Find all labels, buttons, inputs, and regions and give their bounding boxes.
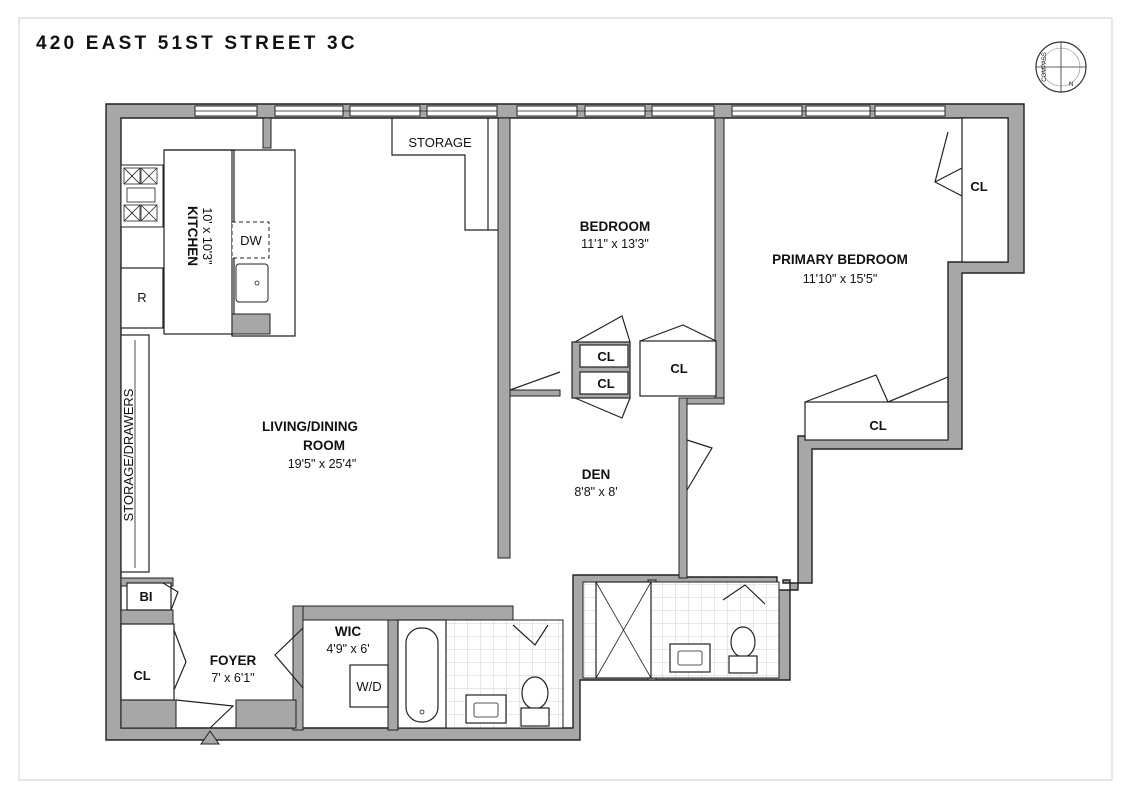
den-door	[686, 439, 713, 491]
bath-two	[582, 581, 780, 679]
foyer-dims: 7' x 6'1"	[211, 671, 254, 685]
compass-label: COMPASS	[1042, 52, 1048, 82]
bi-label: BI	[140, 589, 153, 604]
kitchen-name: KITCHEN	[185, 206, 200, 266]
bedroom-name: BEDROOM	[580, 219, 651, 234]
foyer-name: FOYER	[210, 653, 257, 668]
dw-label: DW	[240, 233, 262, 248]
bath-one	[397, 619, 564, 729]
bedroom-closet-lower-label: CL	[597, 376, 614, 391]
storage-label: STORAGE	[408, 135, 472, 150]
primary-name: PRIMARY BEDROOM	[772, 252, 908, 267]
primary-dims: 11'10" x 15'5"	[803, 272, 878, 286]
den-dims: 8'8" x 8'	[574, 485, 617, 499]
wic-name: WIC	[335, 624, 361, 639]
primary-closets	[804, 117, 1009, 441]
wd-label: W/D	[356, 679, 381, 694]
foyer-fixtures	[120, 582, 389, 729]
plan-title: 420 EAST 51ST STREET 3C	[36, 33, 358, 54]
wic-dims: 4'9" x 6'	[326, 642, 369, 656]
bedroom-closet-upper-label: CL	[597, 349, 614, 364]
sheet-frame	[18, 17, 1113, 781]
primary-closet-top-label: CL	[970, 179, 987, 194]
entry-arrow-icon	[200, 730, 220, 745]
kitchen-dims: 10' x 10'3"	[200, 207, 214, 264]
living-dims: 19'5" x 25'4"	[288, 457, 357, 471]
refrigerator-label: R	[137, 290, 146, 305]
bedroom-closet-right-label: CL	[670, 361, 687, 376]
bedroom-closets	[509, 315, 717, 419]
compass-icon: COMPASS N	[1035, 41, 1087, 93]
living-name-line2: ROOM	[303, 438, 345, 453]
living-name-line1: LIVING/DINING	[262, 419, 358, 434]
storage-closet	[391, 118, 498, 231]
primary-closet-bottom-label: CL	[869, 418, 886, 433]
den-name: DEN	[582, 467, 611, 482]
bedroom-dims: 11'1" x 13'3"	[581, 237, 649, 251]
foyer-closet-label: CL	[133, 668, 150, 683]
compass-north: N	[1069, 82, 1073, 88]
storage-drawers-label: STORAGE/DRAWERS	[121, 388, 136, 521]
kitchen	[120, 149, 296, 337]
